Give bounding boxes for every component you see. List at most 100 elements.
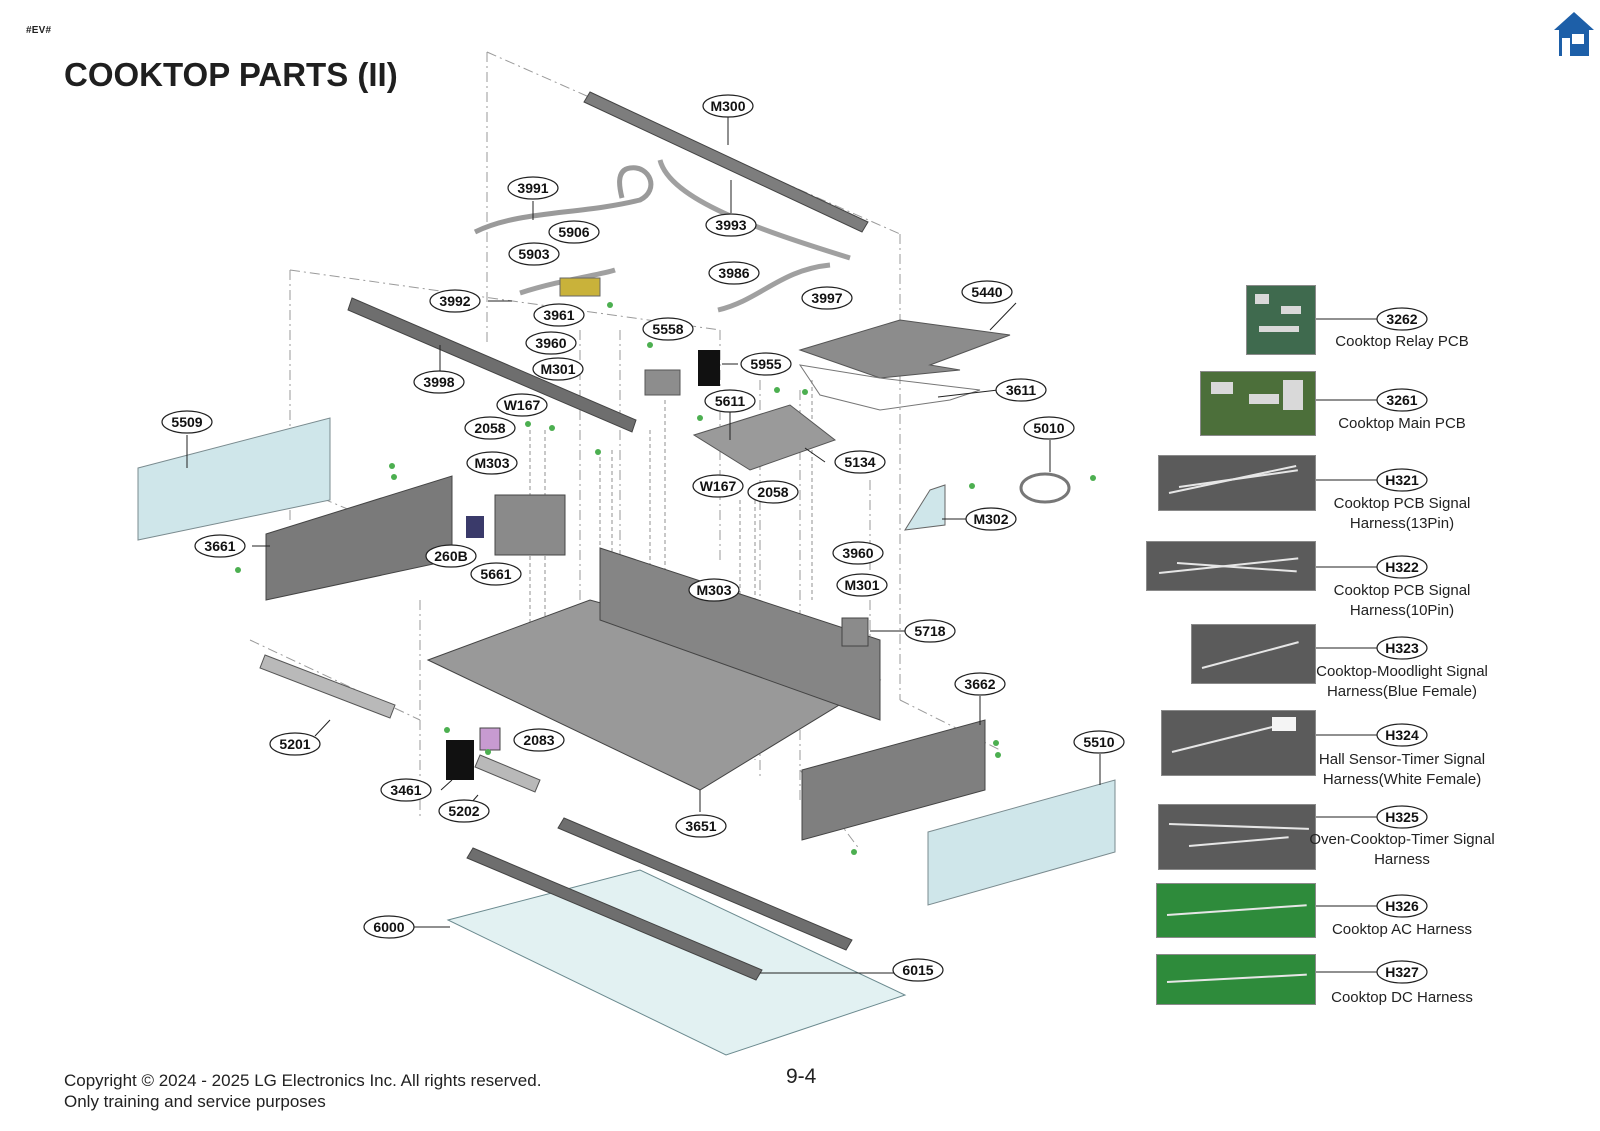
- callout-3998: 3998: [413, 370, 465, 394]
- callout-m303-a: M303: [466, 451, 518, 475]
- legend-code-3261: 3261: [1376, 388, 1428, 412]
- thumbnail-harness-h325: [1158, 804, 1316, 870]
- wire-coil-5010: [1019, 472, 1071, 504]
- callout-3961: 3961: [533, 303, 585, 327]
- callout-5903: 5903: [508, 242, 560, 266]
- callout-5201: 5201: [269, 732, 321, 756]
- svg-text:3661: 3661: [204, 538, 235, 554]
- callout-3461: 3461: [380, 778, 432, 802]
- svg-text:M302: M302: [973, 511, 1008, 527]
- transformer-5718: [841, 617, 869, 647]
- svg-text:3960: 3960: [842, 545, 873, 561]
- top-rail-part: [583, 91, 869, 233]
- callout-3992: 3992: [429, 289, 481, 313]
- svg-text:W167: W167: [700, 478, 737, 494]
- thumbnail-harness-h323: [1191, 624, 1316, 684]
- valve-manifold-5201: [259, 654, 396, 719]
- thumbnail-relay-pcb: [1246, 285, 1316, 355]
- svg-text:M300: M300: [710, 98, 745, 114]
- gas-tube-3993: [657, 159, 851, 261]
- callout-m302: M302: [965, 507, 1017, 531]
- thumbnail-harness-h321: [1158, 455, 1316, 511]
- callout-5558: 5558: [642, 317, 694, 341]
- svg-text:2058: 2058: [474, 420, 505, 436]
- legend-label-h324: Hall Sensor-Timer Signal Harness(White F…: [1318, 751, 1486, 788]
- svg-text:3997: 3997: [811, 290, 842, 306]
- callout-m301-b: M301: [836, 573, 888, 597]
- callout-m301-a: M301: [532, 357, 584, 381]
- svg-text:3961: 3961: [543, 307, 574, 323]
- thumbnail-harness-h327: [1156, 954, 1316, 1005]
- callout-3993: 3993: [705, 213, 757, 237]
- callout-3986: 3986: [708, 261, 760, 285]
- svg-text:3993: 3993: [715, 217, 746, 233]
- legend-code-h325: H325: [1376, 805, 1428, 829]
- callout-5202: 5202: [438, 799, 490, 823]
- document-tag: #EV#: [26, 25, 52, 36]
- svg-text:5661: 5661: [480, 566, 511, 582]
- callout-3960-b: 3960: [832, 541, 884, 565]
- bracket-m302: [904, 484, 946, 531]
- trim-5510: [927, 779, 1116, 906]
- callout-260b: 260B: [425, 544, 477, 568]
- svg-text:3651: 3651: [685, 818, 716, 834]
- svg-text:H326: H326: [1385, 898, 1419, 914]
- callout-2083: 2083: [513, 728, 565, 752]
- callout-2058-b: 2058: [747, 480, 799, 504]
- svg-text:2058: 2058: [757, 484, 788, 500]
- callout-6000: 6000: [363, 915, 415, 939]
- copyright-text: Copyright © 2024 - 2025 LG Electronics I…: [64, 1071, 542, 1090]
- svg-text:H324: H324: [1385, 727, 1419, 743]
- legend-leaders: [1313, 318, 1378, 973]
- svg-text:H327: H327: [1385, 964, 1419, 980]
- svg-text:3998: 3998: [423, 374, 454, 390]
- legend-code-3262: 3262: [1376, 307, 1428, 331]
- svg-text:H321: H321: [1385, 472, 1419, 488]
- tray-5611-5134: [692, 404, 837, 471]
- bottom-glass-6000: [446, 869, 907, 1056]
- thumbnail-harness-h326: [1156, 883, 1316, 938]
- callout-leaders: [186, 116, 1101, 974]
- legend-code-h323: H323: [1376, 636, 1428, 660]
- legend-label-h323: Cooktop-Moodlight Signal Harness(Blue Fe…: [1316, 663, 1488, 700]
- svg-text:5903: 5903: [518, 246, 549, 262]
- callout-3997: 3997: [801, 286, 853, 310]
- svg-text:5718: 5718: [914, 623, 945, 639]
- home-button[interactable]: [1554, 10, 1594, 58]
- svg-text:3986: 3986: [718, 265, 749, 281]
- svg-text:5955: 5955: [750, 356, 781, 372]
- callout-w167-a: W167: [496, 393, 548, 417]
- cover-sheet-5440: [798, 319, 1011, 379]
- legend-code-h322: H322: [1376, 555, 1428, 579]
- svg-text:5611: 5611: [715, 393, 746, 409]
- screws: [235, 302, 1096, 855]
- callout-5661: 5661: [470, 562, 522, 586]
- valve-manifold-5202: [474, 754, 541, 793]
- callout-5906: 5906: [548, 220, 600, 244]
- gasket-3611: [798, 364, 981, 411]
- svg-text:M301: M301: [540, 361, 575, 377]
- legend-code-h324: H324: [1376, 723, 1428, 747]
- callout-5611: 5611: [704, 389, 756, 413]
- trim-5509: [137, 417, 331, 541]
- callout-3661: 3661: [194, 534, 246, 558]
- back-wall: [599, 547, 881, 721]
- bar-3998: [347, 297, 637, 433]
- svg-text:5558: 5558: [652, 321, 683, 337]
- svg-text:3662: 3662: [964, 676, 995, 692]
- svg-text:3262: 3262: [1386, 311, 1417, 327]
- legend-code-h326: H326: [1376, 894, 1428, 918]
- svg-text:260B: 260B: [434, 548, 467, 564]
- callout-3651: 3651: [675, 814, 727, 838]
- svg-text:5906: 5906: [558, 224, 589, 240]
- svg-text:W167: W167: [504, 397, 541, 413]
- callout-5010: 5010: [1023, 416, 1075, 440]
- svg-text:5440: 5440: [971, 284, 1002, 300]
- legend-label-h326: Cooktop AC Harness: [1331, 921, 1473, 938]
- callout-bubbles: M300 3991 3993 5906 5903 3986 3997 3992 …: [161, 94, 1125, 982]
- legend-label-h325: Oven-Cooktop-Timer Signal Harness: [1309, 831, 1495, 868]
- front-panel-3662: [801, 719, 986, 841]
- svg-text:H322: H322: [1385, 559, 1419, 575]
- svg-text:5010: 5010: [1033, 420, 1064, 436]
